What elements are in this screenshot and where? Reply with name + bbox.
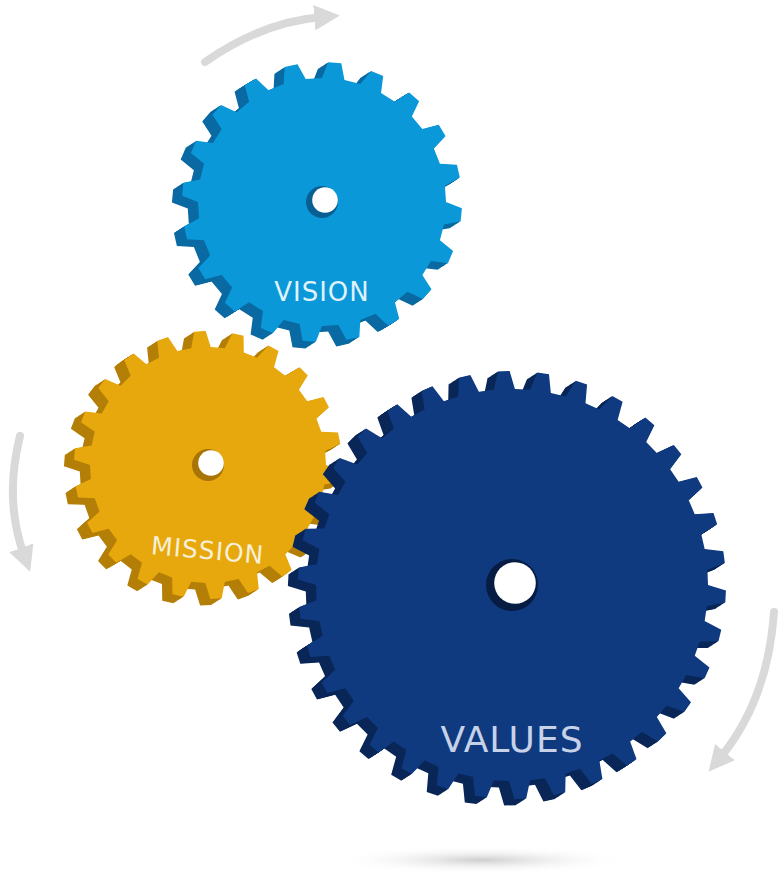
- rotation-arrow: [720, 612, 774, 758]
- gear-face: [74, 331, 342, 599]
- gear-hole-opening: [312, 187, 338, 213]
- rotation-arrow: [13, 436, 24, 555]
- gear-face: [298, 371, 726, 799]
- gear-face: [182, 62, 462, 342]
- gear: VISION: [166, 46, 478, 358]
- gear-side: [297, 372, 725, 800]
- gear-shape: [166, 46, 478, 358]
- gear-hole: [306, 186, 338, 218]
- ground-shadow: [332, 846, 632, 874]
- rotation-arrow: [205, 17, 322, 62]
- gear-hole: [192, 449, 224, 481]
- gear-label: VISION: [274, 277, 370, 307]
- gear-hole-opening: [198, 450, 224, 476]
- gear-hole-opening: [494, 562, 536, 604]
- gear: VALUES: [282, 355, 742, 815]
- gear-side: [73, 332, 341, 600]
- gear-label: VALUES: [440, 719, 583, 760]
- gear-side: [181, 63, 461, 343]
- gear-hole: [486, 559, 538, 611]
